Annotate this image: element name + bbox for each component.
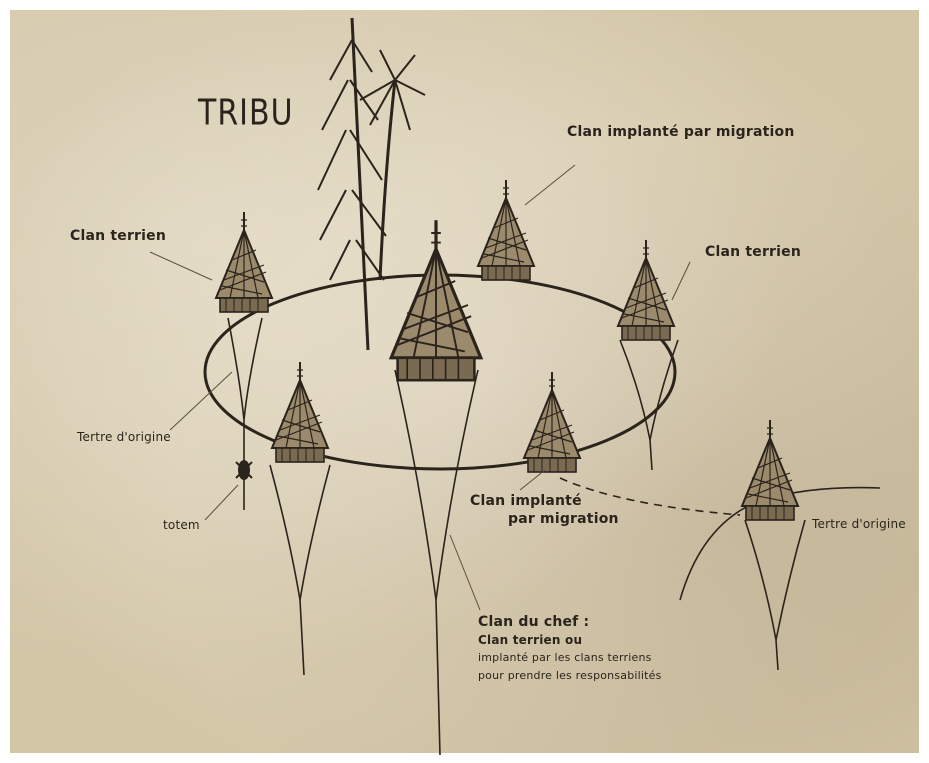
label-chef-line3: implanté par les clans terriens xyxy=(478,649,662,667)
tertre-far-root xyxy=(745,520,805,640)
label-clan-implante-mid-line2: par migration xyxy=(470,510,619,528)
hut-icon xyxy=(272,362,328,462)
leader-line xyxy=(205,485,238,520)
hut-icon xyxy=(524,372,580,472)
label-tertre-left: Tertre d'origine xyxy=(77,430,171,444)
label-clan-terrien-right: Clan terrien xyxy=(705,244,801,260)
label-clan-implante-top: Clan implanté par migration xyxy=(567,124,795,140)
label-clan-terrien-left: Clan terrien xyxy=(70,228,166,244)
label-chef-line4: pour prendre les responsabilités xyxy=(478,667,662,685)
hut-icon xyxy=(391,220,481,380)
tertre-left-root xyxy=(228,318,262,420)
leader-line xyxy=(672,262,690,300)
pine-tree-icon xyxy=(318,18,386,350)
hut-icon xyxy=(742,420,798,520)
leader-line xyxy=(520,470,545,490)
label-clan-implante-mid-line1: Clan implanté xyxy=(470,492,619,510)
hut-icon xyxy=(618,240,674,340)
palm-tree-icon xyxy=(360,50,425,280)
label-chef-line1: Clan du chef : xyxy=(478,613,662,631)
tertre-mid-left-root xyxy=(270,465,330,600)
totem-icon xyxy=(236,460,252,480)
leader-line xyxy=(525,165,575,205)
label-chef-block: Clan du chef : Clan terrien ou implanté … xyxy=(478,613,662,685)
hut-icon xyxy=(216,212,272,312)
label-chef-line2: Clan terrien ou xyxy=(478,631,662,649)
leader-line xyxy=(450,535,480,610)
hut-icon xyxy=(478,180,534,280)
leader-line xyxy=(170,372,232,430)
leader-line xyxy=(150,252,212,280)
diagram-title: TRIBU xyxy=(198,92,294,134)
tertre-chief-root xyxy=(395,370,478,600)
label-tertre-right: Tertre d'origine xyxy=(812,517,906,531)
label-totem: totem xyxy=(163,518,200,532)
label-clan-implante-mid: Clan implanté par migration xyxy=(470,492,619,528)
